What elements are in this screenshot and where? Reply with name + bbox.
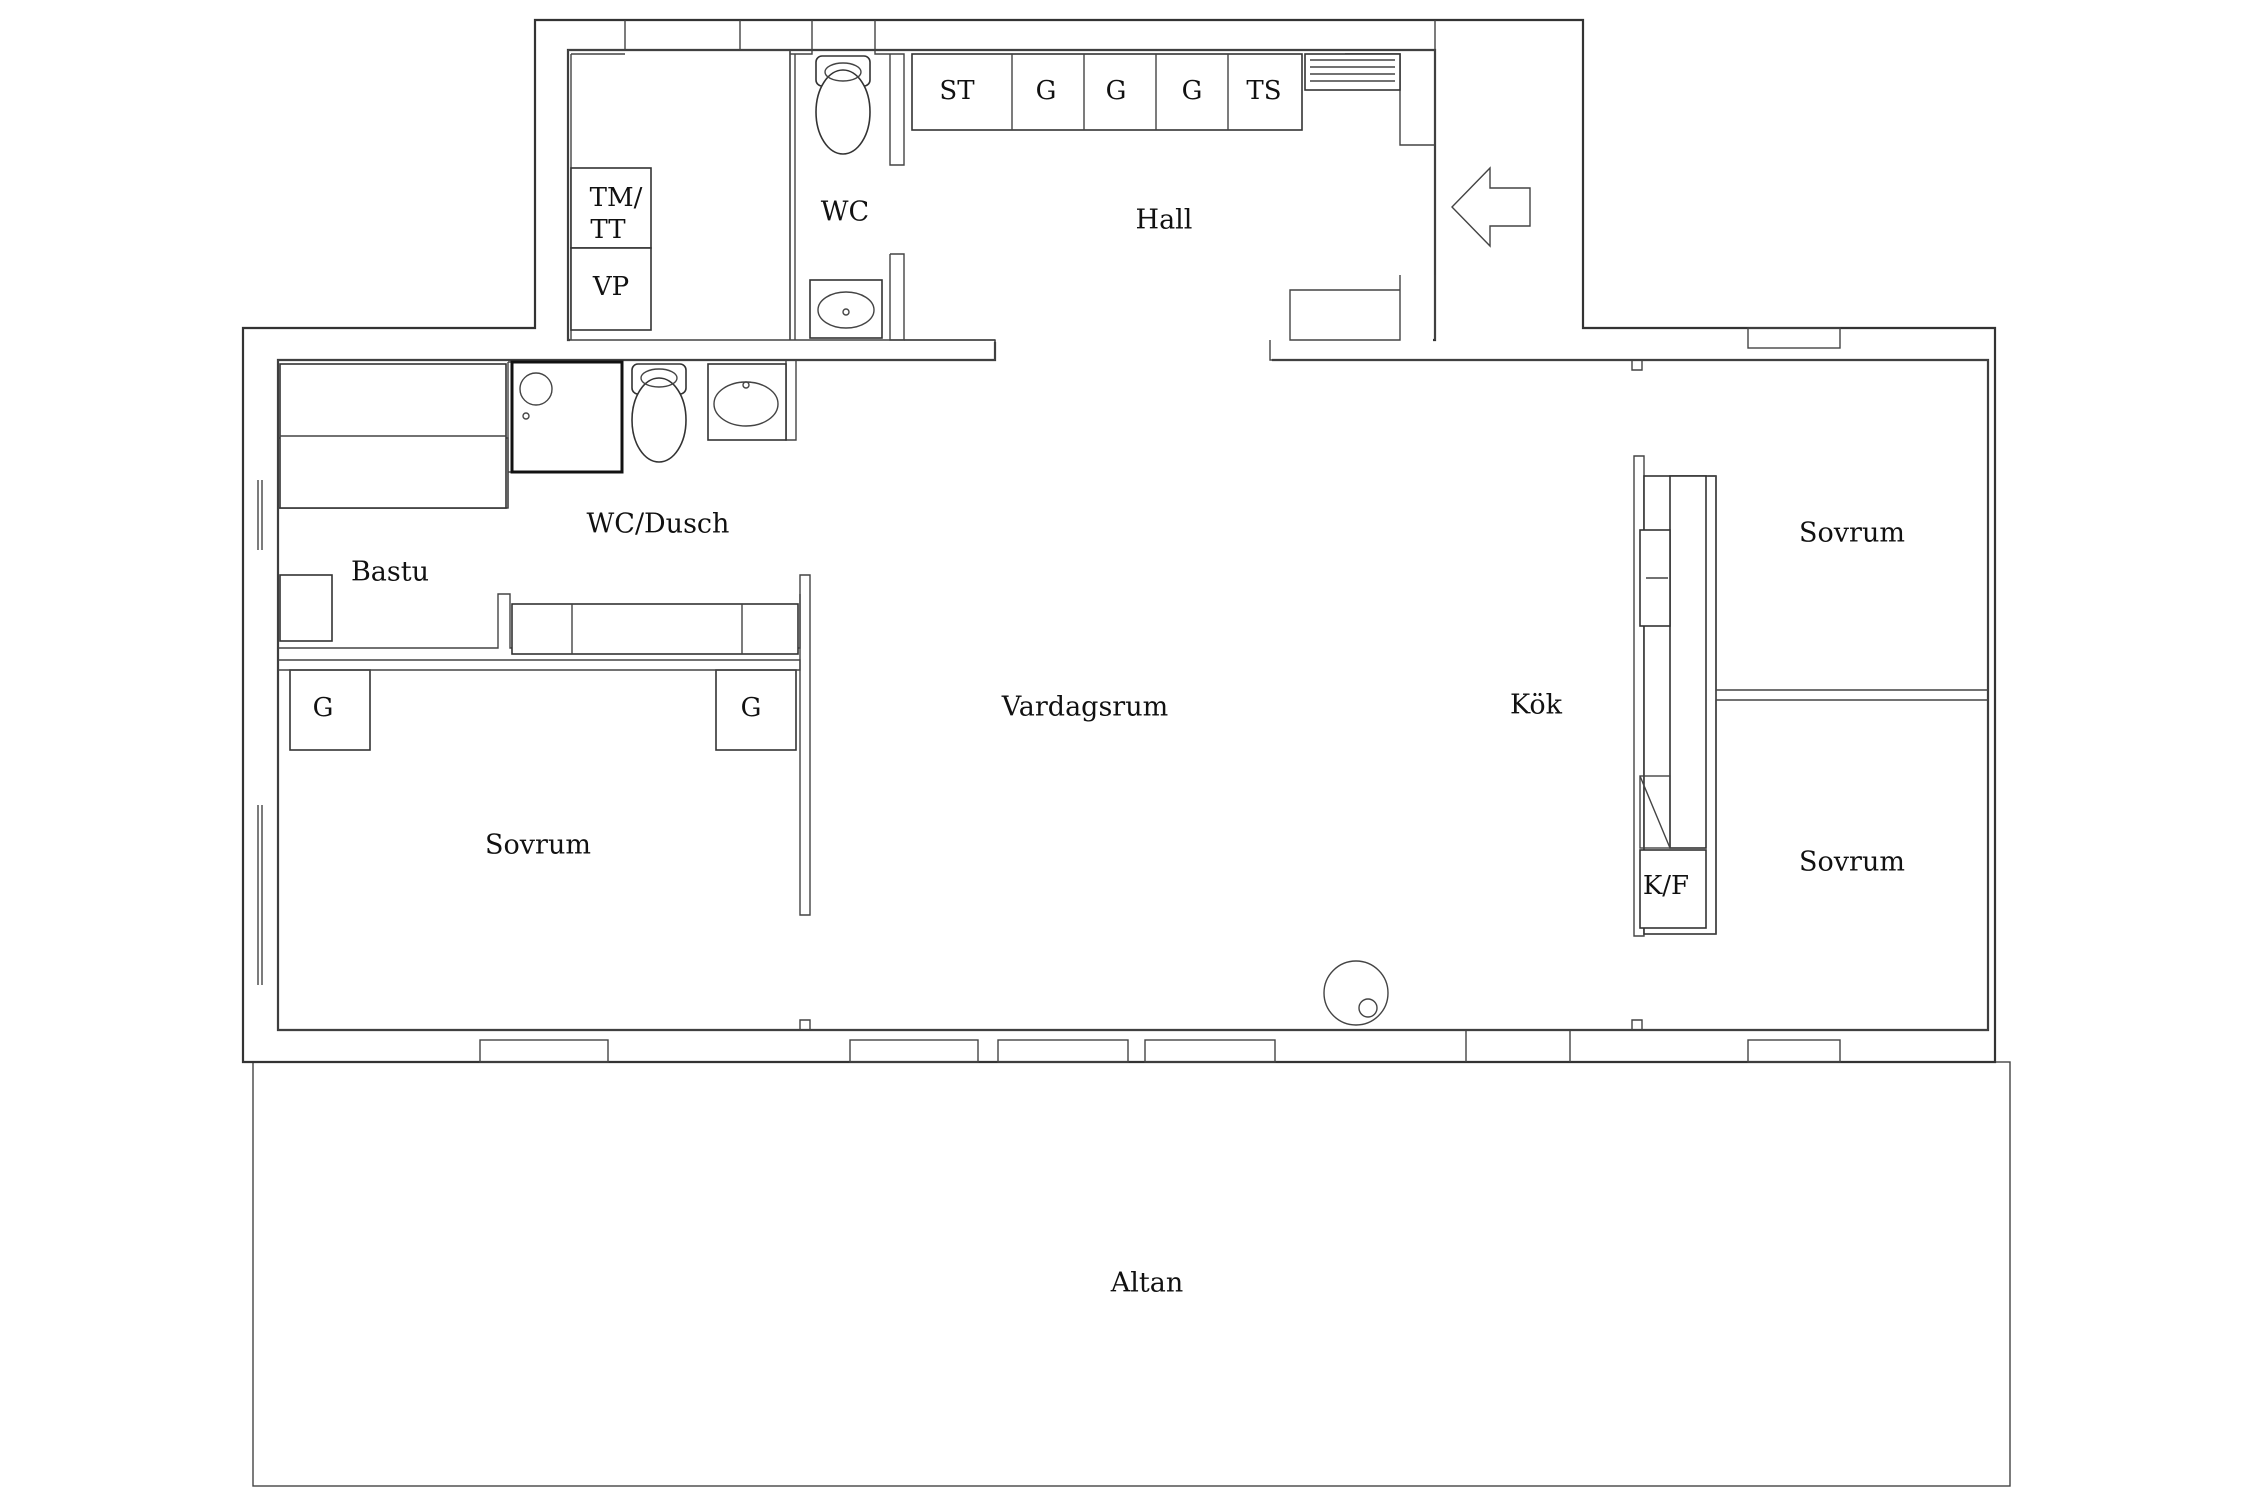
wardrobe-unit (911, 53, 1401, 131)
interior-fill (280, 52, 1986, 1028)
fixture-label-vp: VP (592, 272, 629, 302)
wardrobe-left (289, 669, 371, 751)
fixture-label-g-right: G (741, 693, 762, 723)
wc-sink-icon (809, 279, 883, 339)
room-label-wc-dusch: WC/Dusch (587, 509, 730, 540)
room-label-kok: Kök (1510, 690, 1563, 721)
fixture-label-st: ST (939, 76, 975, 106)
fixture-label-kf: K/F (1643, 871, 1689, 901)
bathroom-counter (511, 603, 799, 655)
room-label-vardagsrum: Vardagsrum (1001, 692, 1168, 723)
left-window-2 (257, 805, 263, 985)
bathroom-toilet-icon (631, 363, 687, 463)
sauna-heater (279, 574, 333, 642)
utility-appliances (570, 167, 652, 331)
fixture-label-tm: TM/ (590, 183, 643, 213)
room-label-wc: WC (821, 197, 869, 228)
fixture-label-ts: TS (1246, 76, 1281, 106)
kitchen-counter (1633, 455, 1717, 937)
wardrobe-right (715, 669, 797, 751)
bathroom-sink-icon (707, 363, 787, 441)
room-label-sovrum-bottom-right: Sovrum (1799, 847, 1905, 878)
room-label-sovrum-left: Sovrum (485, 830, 591, 861)
fixture-label-g1: G (1036, 76, 1057, 106)
top-right-window (1747, 327, 1841, 349)
entrance-arrow-icon (1451, 166, 1531, 248)
fixture-label-g3: G (1182, 76, 1203, 106)
fixture-label-g-left: G (313, 693, 334, 723)
utility-walls (568, 20, 791, 340)
room-label-altan: Altan (1110, 1268, 1183, 1299)
bathroom-right-wall (799, 574, 811, 916)
bottom-windows (479, 1039, 1841, 1063)
fixture-label-g2: G (1106, 76, 1127, 106)
fixture-label-tt: TT (590, 215, 626, 245)
terrace-door-opening (1466, 1032, 1570, 1060)
room-label-bastu: Bastu (351, 557, 429, 588)
bedroom-top-wall (278, 659, 801, 671)
stove-icon (1323, 960, 1389, 1026)
room-label-sovrum-top-right: Sovrum (1799, 518, 1905, 549)
right-bedrooms-walls (1708, 475, 1988, 934)
room-label-hall: Hall (1136, 205, 1193, 236)
wc-toilet-icon (815, 55, 871, 155)
left-window-1 (257, 480, 263, 550)
shower-icon (510, 360, 624, 474)
hall-left-wall-stub (904, 339, 996, 360)
